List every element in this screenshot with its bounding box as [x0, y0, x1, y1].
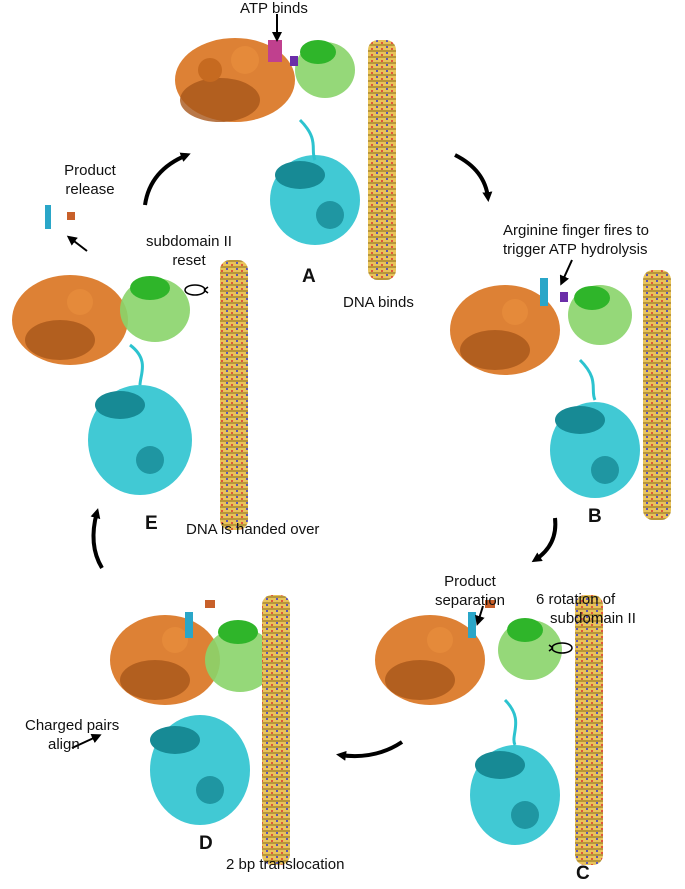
label-subdomain-reset-line2: reset: [172, 252, 206, 269]
label-product-release-line1: Product: [64, 162, 116, 179]
domain-2a-state-a: [270, 155, 360, 245]
dna-helix-state-b: [643, 270, 671, 520]
label-dna-handed-over: DNA is handed over: [186, 521, 320, 538]
atp-molecule-state-a: [268, 40, 298, 66]
state-label-e: E: [145, 513, 158, 534]
state-label-c: C: [576, 863, 590, 884]
subdomain-ii-state-e: [120, 276, 190, 342]
atp-molecule-state-d: [185, 600, 215, 638]
state-d-structure: [110, 595, 290, 865]
domain-1a-state-e: [12, 275, 128, 365]
atp-molecule-state-b: [540, 278, 568, 306]
state-c-structure: [375, 595, 603, 865]
label-rotation-line1: 6 rotation of: [536, 591, 616, 608]
dna-helix-state-e: [220, 260, 248, 530]
domain-2a-state-c: [470, 745, 560, 845]
pointer-arginine-finger: [559, 259, 573, 286]
label-charged-pairs-line2: align: [48, 736, 80, 753]
rotation-icon-state-c: [548, 642, 573, 654]
domain-1a-state-b: [450, 285, 560, 375]
label-arginine-line1: Arginine finger fires to: [503, 222, 649, 239]
domain-2a-state-b: [550, 402, 640, 498]
label-subdomain-reset-line1: subdomain II: [146, 233, 232, 250]
arrow-c-to-d: [336, 740, 404, 761]
domain-2a-state-d: [150, 715, 250, 825]
state-label-b: B: [588, 506, 602, 527]
label-arginine-line2: trigger ATP hydrolysis: [503, 241, 648, 258]
pointer-product-separation: [475, 605, 485, 626]
dna-helix-state-d: [262, 595, 290, 865]
label-rotation-line2: subdomain II: [550, 610, 636, 627]
state-a-structure: [175, 38, 396, 280]
state-b-structure: [450, 270, 671, 520]
subdomain-ii-state-c: [498, 618, 562, 680]
domain-1a-state-c: [375, 615, 485, 705]
label-atp-binds: ATP binds: [240, 0, 308, 17]
label-charged-pairs-line1: Charged pairs: [25, 717, 120, 734]
state-e-structure: [12, 205, 248, 530]
pointer-product-release: [66, 235, 88, 252]
rotation-icon-state-e: [184, 284, 209, 296]
pointer-charged-pairs: [71, 733, 102, 749]
arrow-d-to-e: [90, 508, 104, 570]
label-product-separation-line2: separation: [434, 592, 506, 609]
domain-1a-state-a: [175, 38, 295, 122]
domain-1a-state-d: [110, 615, 220, 705]
atp-molecule-state-c: [468, 600, 495, 638]
dna-helix-state-c: [575, 595, 603, 865]
label-translocation: 2 bp translocation: [226, 856, 345, 873]
subdomain-ii-state-a: [295, 40, 355, 98]
released-products-state-e: [45, 205, 75, 229]
subdomain-ii-state-b: [568, 285, 632, 345]
label-dna-binds: DNA binds: [343, 294, 414, 311]
state-label-a: A: [302, 266, 316, 287]
label-product-release-line2: release: [65, 181, 115, 198]
state-label-d: D: [199, 833, 213, 854]
subdomain-ii-state-d: [205, 620, 275, 692]
label-product-separation-line1: Product: [444, 573, 496, 590]
arrow-b-to-c: [531, 517, 558, 563]
arrow-e-to-a: [143, 152, 191, 206]
arrow-a-to-b: [454, 153, 493, 202]
domain-2a-state-e: [88, 385, 192, 495]
dna-helix-state-a: [368, 40, 396, 280]
